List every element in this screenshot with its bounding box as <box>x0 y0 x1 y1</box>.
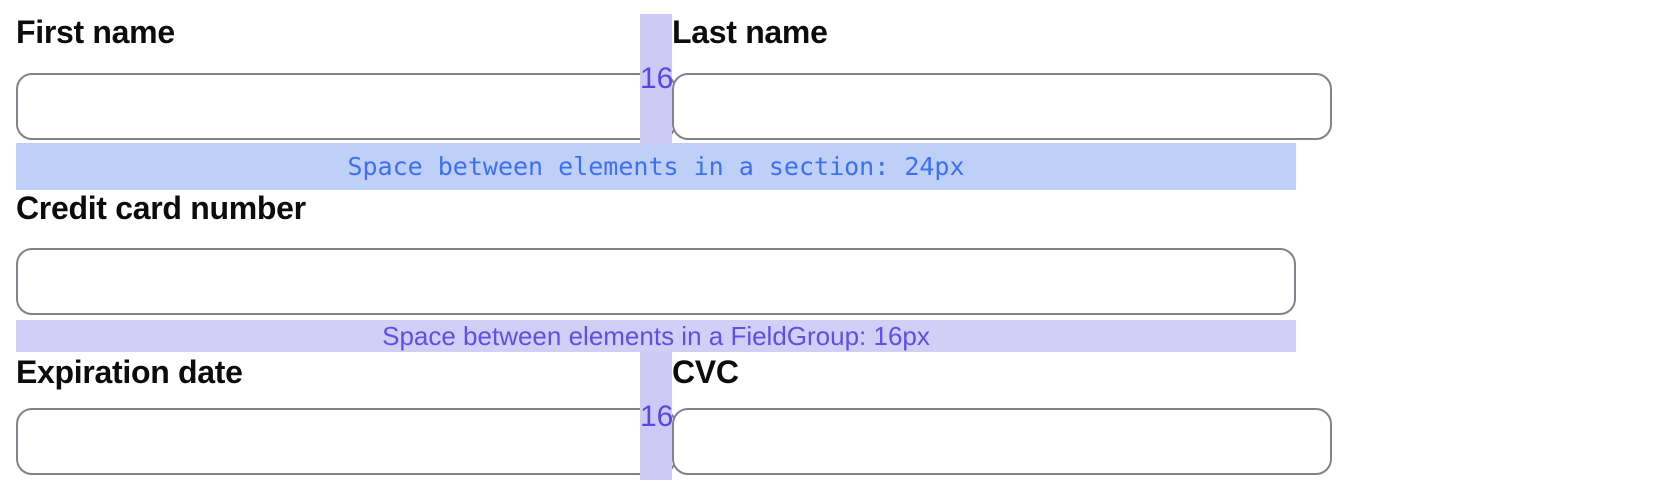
name-field-group: First name 16 Last name <box>16 14 1332 143</box>
expiration-date-input[interactable] <box>16 408 676 475</box>
column-gap-bar: 16 <box>640 14 674 143</box>
column-gap-bar: 16 <box>640 352 674 480</box>
column-gap-value: 16 <box>640 62 674 95</box>
fieldgroup-spacing-text: Space between elements in a FieldGroup: … <box>382 321 930 351</box>
first-name-input[interactable] <box>16 73 676 140</box>
last-name-label: Last name <box>672 14 828 50</box>
card-details-field-group: Expiration date 16 CVC <box>16 352 1332 480</box>
last-name-input[interactable] <box>672 73 1332 140</box>
credit-card-number-input[interactable] <box>16 248 1296 315</box>
column-gap-value: 16 <box>640 400 674 433</box>
credit-card-number-label: Credit card number <box>16 190 306 226</box>
fieldgroup-spacing-band: Space between elements in a FieldGroup: … <box>16 320 1296 352</box>
first-name-label: First name <box>16 14 175 50</box>
expiration-date-field: Expiration date <box>16 352 676 480</box>
cvc-field: CVC <box>672 352 1332 480</box>
first-name-field: First name <box>16 14 676 143</box>
section-spacing-band: Space between elements in a section: 24p… <box>16 143 1296 190</box>
credit-card-number-field <box>16 248 1296 315</box>
expiration-date-label: Expiration date <box>16 354 243 390</box>
cvc-label: CVC <box>672 354 739 390</box>
section-spacing-text: Space between elements in a section: 24p… <box>347 152 965 181</box>
cvc-input[interactable] <box>672 408 1332 475</box>
last-name-field: Last name <box>672 14 1332 143</box>
